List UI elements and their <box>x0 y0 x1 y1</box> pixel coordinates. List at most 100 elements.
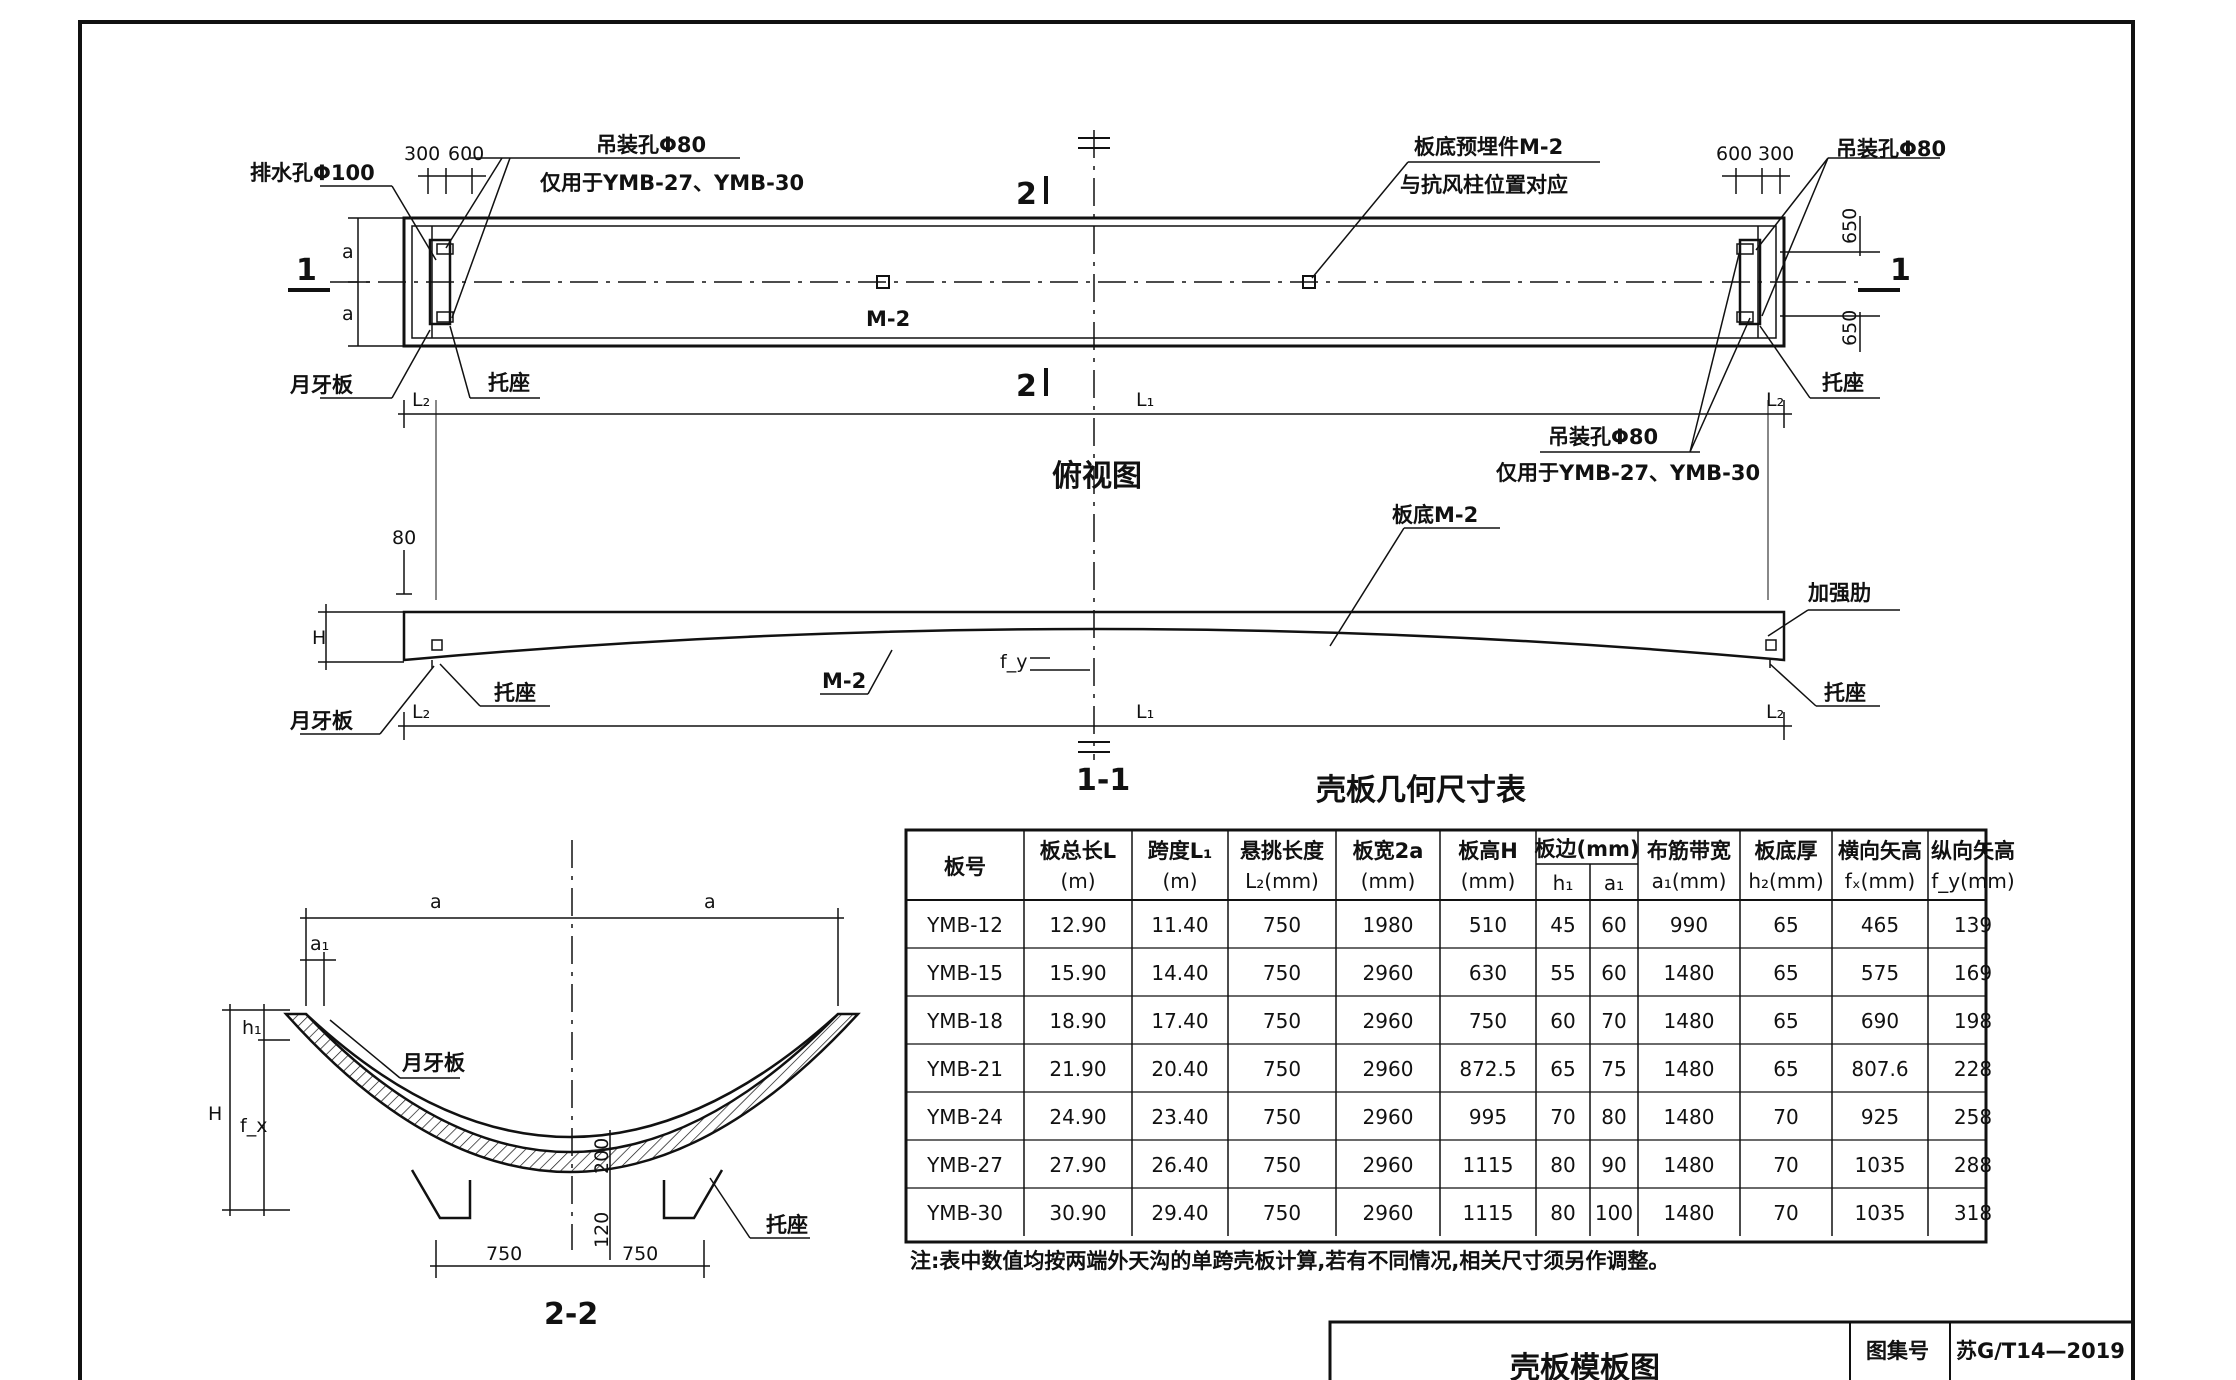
table-cell: 1980 <box>1363 913 1414 937</box>
table-cell: 55 <box>1550 961 1575 985</box>
atlas-number: 苏G/T14—2019 <box>1956 1339 2125 1363</box>
dimension-table: 板号板总长L(m)跨度L₁(m)悬挑长度L₂(mm)板宽2a(mm)板高H(mm… <box>904 828 2015 1244</box>
section-mark-1-left: 1 <box>296 253 317 288</box>
table-cell: 288 <box>1954 1153 1992 1177</box>
table-cell: 750 <box>1263 1201 1301 1225</box>
table-cell: 65 <box>1773 1057 1798 1081</box>
table-cell: 2960 <box>1363 961 1414 985</box>
lift-hole-label-left: 吊装孔Φ80 <box>596 133 706 157</box>
table-header-unit: h₂(mm) <box>1748 869 1823 893</box>
table-cell: 29.40 <box>1151 1201 1208 1225</box>
table-cell: 2960 <box>1363 1009 1414 1033</box>
elev-H: H <box>312 627 326 649</box>
table-cell: 70 <box>1601 1009 1626 1033</box>
table-cell: 2960 <box>1363 1057 1414 1081</box>
table-cell: 12.90 <box>1049 913 1106 937</box>
table-header-unit: (m) <box>1162 869 1197 893</box>
table-cell: 1480 <box>1664 1153 1715 1177</box>
table-cell: 27.90 <box>1049 1153 1106 1177</box>
table-cell: YMB-15 <box>926 961 1003 985</box>
table-cell: YMB-24 <box>926 1105 1003 1129</box>
table-cell: 575 <box>1861 961 1899 985</box>
table-cell: YMB-18 <box>926 1009 1003 1033</box>
plan-L2-left: L₂ <box>412 389 430 411</box>
m2-embed-right <box>1302 275 1316 289</box>
table-header: 板边(mm) <box>1535 837 1640 861</box>
plan-L2-right: L₂ <box>1766 389 1784 411</box>
table-cell: 1115 <box>1463 1153 1514 1177</box>
elev-title: 1-1 <box>1076 763 1130 798</box>
support-plan-left: 托座 <box>488 371 530 395</box>
table-cell: 2960 <box>1363 1105 1414 1129</box>
elev-support-right: 托座 <box>1824 681 1866 705</box>
table-cell: 80 <box>1550 1153 1575 1177</box>
table-cell: 60 <box>1601 961 1626 985</box>
table-cell: 65 <box>1550 1057 1575 1081</box>
table-header: 悬挑长度 <box>1240 839 1324 863</box>
table-cell: 60 <box>1601 913 1626 937</box>
dim-650-bottom: 650 <box>1839 310 1861 346</box>
table-header-unit: L₂(mm) <box>1245 869 1319 893</box>
elev-crescent-label: 月牙板 <box>289 709 354 733</box>
table-header-unit: (mm) <box>1461 869 1516 893</box>
section-mark-2-top: 2 <box>1016 177 1037 212</box>
table-cell: 23.40 <box>1151 1105 1208 1129</box>
table-cell: 21.90 <box>1049 1057 1106 1081</box>
m2-embed-left <box>876 275 890 289</box>
table-cell: 1480 <box>1664 961 1715 985</box>
table-cell: 15.90 <box>1049 961 1106 985</box>
table-cell: 70 <box>1773 1153 1798 1177</box>
table-cell: 872.5 <box>1459 1057 1516 1081</box>
table-cell: 24.90 <box>1049 1105 1106 1129</box>
table-header: 板底厚 <box>1755 839 1818 863</box>
dim-300-left: 300 <box>404 143 440 165</box>
table-cell: 2960 <box>1363 1201 1414 1225</box>
sec-support: 托座 <box>766 1213 808 1237</box>
sheet-border <box>78 20 2135 1380</box>
dim-a-top: a <box>342 241 354 263</box>
table-header-unit: (mm) <box>1361 869 1416 893</box>
table-cell: 65 <box>1773 1009 1798 1033</box>
table-cell: 690 <box>1861 1009 1899 1033</box>
table-cell: 750 <box>1263 1009 1301 1033</box>
table-cell: 100 <box>1595 1201 1633 1225</box>
table-cell: 198 <box>1954 1009 1992 1033</box>
elev-support-left: 托座 <box>494 681 536 705</box>
sec-crescent: 月牙板 <box>401 1051 466 1075</box>
table-cell: 60 <box>1550 1009 1575 1033</box>
elev-L2-right: L₂ <box>1766 701 1784 723</box>
elev-m2: M-2 <box>822 669 866 693</box>
title-block <box>1328 1320 2135 1380</box>
table-header-unit: (m) <box>1060 869 1095 893</box>
elev-rib-label: 加强肋 <box>1807 581 1871 605</box>
table-header: 布筋带宽 <box>1647 839 1731 863</box>
dim-600-left: 600 <box>448 143 484 165</box>
sec-dim-750-left: 750 <box>486 1243 522 1265</box>
table-cell: 45 <box>1550 913 1575 937</box>
table-header: 横向矢高 <box>1838 839 1922 863</box>
table-cell: 925 <box>1861 1105 1899 1129</box>
elev-L2-left: L₂ <box>412 701 430 723</box>
table-cell: 630 <box>1469 961 1507 985</box>
table-header: 板高H <box>1458 839 1518 863</box>
table-cell: 228 <box>1954 1057 1992 1081</box>
table-cell: 1480 <box>1664 1201 1715 1225</box>
drain-hole-label: 排水孔Φ100 <box>250 161 375 185</box>
sec-title: 2-2 <box>544 1297 598 1332</box>
elev-m2-label: 板底M-2 <box>1392 503 1478 527</box>
table-header-unit: f_y(mm) <box>1931 869 2014 893</box>
table-cell: 75 <box>1601 1057 1626 1081</box>
sec-fx: f_x <box>240 1115 267 1137</box>
table-cell: 1480 <box>1664 1009 1715 1033</box>
table-header: 跨度L₁ <box>1148 839 1213 863</box>
table-cell: 169 <box>1954 961 1992 985</box>
table-cell: 1035 <box>1855 1153 1906 1177</box>
table-subheader-a1: a₁ <box>1604 871 1624 895</box>
support-plan-right: 托座 <box>1822 371 1864 395</box>
lift-hole-label-right: 吊装孔Φ80 <box>1836 137 1946 161</box>
dim-a-bottom: a <box>342 303 354 325</box>
sec-H: H <box>208 1103 222 1125</box>
table-cell: 30.90 <box>1049 1201 1106 1225</box>
plan-view-title: 俯视图 <box>1052 459 1142 494</box>
